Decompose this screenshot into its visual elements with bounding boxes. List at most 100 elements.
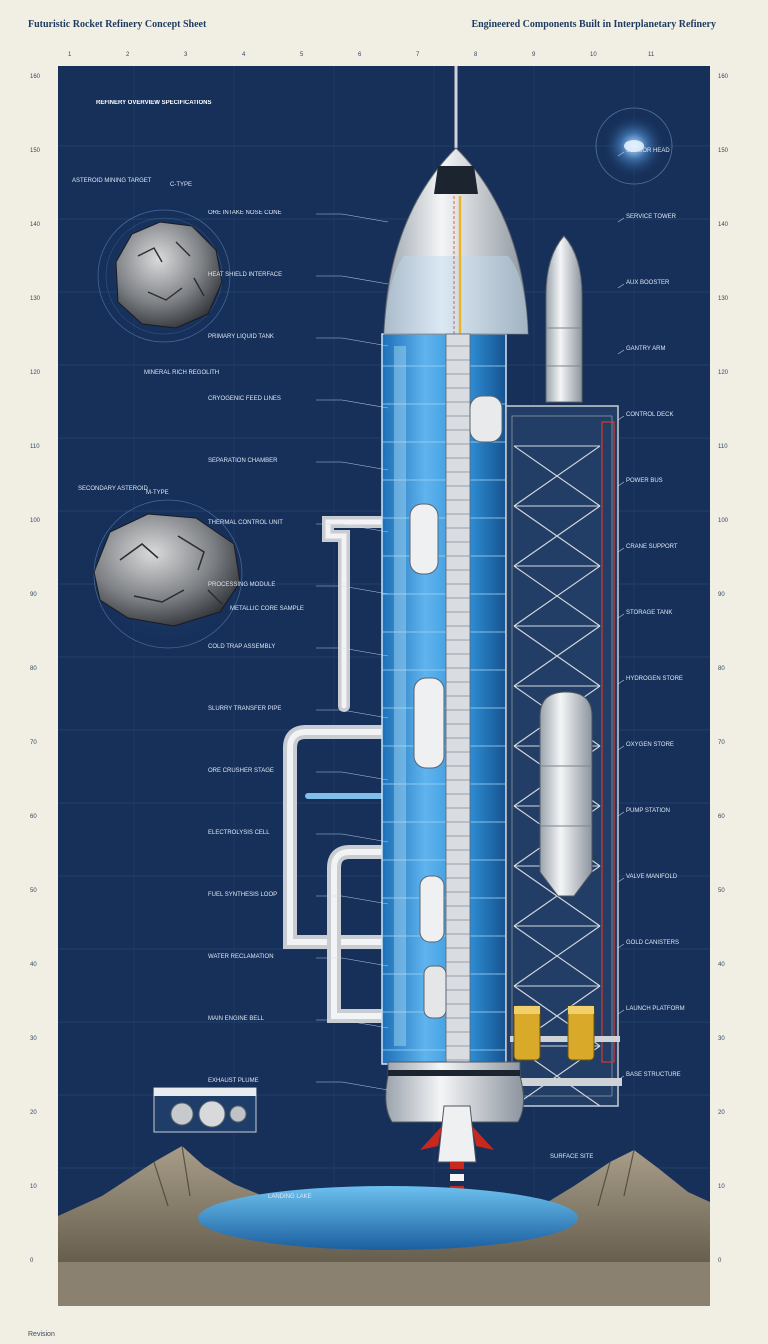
leader-line [617, 943, 625, 949]
ruler-tick-label: 7 [416, 52, 420, 58]
left-callout-label: PRIMARY LIQUID TANK [208, 334, 274, 340]
ruler-tick-label: 11 [648, 52, 655, 58]
leader-line [617, 1075, 625, 1081]
right-callout-label: CRANE SUPPORT [626, 544, 678, 550]
leader-line [316, 337, 389, 347]
ruler-tick-label: 3 [184, 52, 188, 58]
ruler-tick-label: 100 [718, 518, 729, 524]
leader-line [316, 461, 389, 471]
ruler-tick-label: 160 [718, 74, 729, 80]
right-callout-label: CONTROL DECK [626, 412, 674, 418]
ruler-tick-label: 90 [30, 592, 37, 598]
asteroid-2-title: SECONDARY ASTEROID [78, 486, 148, 492]
ruler-tick-label: 80 [718, 666, 725, 672]
ruler-tick-label: 8 [474, 52, 478, 58]
right-callout-label: AUX BOOSTER [626, 280, 670, 286]
left-callout-label: COLD TRAP ASSEMBLY [208, 644, 276, 650]
leader-line [316, 585, 389, 595]
right-callout-label: HYDROGEN STORE [626, 676, 683, 682]
ruler-tick-label: 1 [68, 52, 72, 58]
ruler-tick-label: 0 [30, 1258, 34, 1264]
ruler-tick-label: 6 [358, 52, 362, 58]
leader-line [316, 647, 389, 657]
galaxy-icon [595, 107, 673, 185]
storage-tank [539, 691, 593, 897]
landscape [58, 1145, 710, 1306]
ruler-tick-label: 2 [126, 52, 130, 58]
header-left-title: Futuristic Rocket Refinery Concept Sheet [28, 19, 207, 30]
engine-section [385, 1061, 524, 1253]
ruler-tick-label: 70 [30, 740, 37, 746]
left-callout-label: ORE CRUSHER STAGE [208, 768, 274, 774]
ruler-tick-label: 80 [30, 666, 37, 672]
right-callout-label: SENSOR HEAD [626, 148, 670, 154]
ruler-tick-label: 0 [718, 1258, 722, 1264]
right-callout-label: OXYGEN STORE [626, 742, 674, 748]
sample-disc-icon [153, 1087, 257, 1133]
refinery-illustration [58, 66, 710, 1306]
processing-core [409, 333, 503, 1095]
left-callout-label: MAIN ENGINE BELL [208, 1016, 265, 1022]
right-callout-label: GOLD CANISTERS [626, 940, 680, 946]
ruler-tick-label: 120 [30, 370, 41, 376]
ruler-tick-label: 140 [30, 222, 41, 228]
ruler-tick-label: 20 [30, 1110, 37, 1116]
left-callout-label: SLURRY TRANSFER PIPE [208, 706, 282, 712]
leader-line [617, 481, 625, 487]
leader-line [617, 877, 625, 883]
leader-line [617, 547, 625, 553]
left-callout-label: EXHAUST PLUME [208, 1078, 259, 1084]
left-callout-label: THERMAL CONTROL UNIT [208, 520, 283, 526]
leader-line [316, 275, 389, 285]
right-callout-label: STORAGE TANK [626, 610, 673, 616]
rocket-nose-icon [383, 66, 529, 335]
leader-line [617, 811, 625, 817]
ruler-tick-label: 110 [30, 444, 40, 450]
right-callout-label: POWER BUS [626, 478, 663, 484]
right-callout-label: SERVICE TOWER [626, 214, 677, 220]
ruler-tick-label: 100 [30, 518, 41, 524]
leader-line [617, 415, 625, 421]
ruler-tick-label: 40 [718, 962, 725, 968]
header-right-title: Engineered Components Built in Interplan… [471, 19, 716, 30]
leader-line [617, 745, 625, 751]
ruler-tick-label: 60 [30, 814, 37, 820]
ruler-tick-label: 9 [532, 52, 536, 58]
ruler-tick-label: 40 [30, 962, 37, 968]
blueprint-panel: REFINERY OVERVIEW SPECIFICATIONS ASTEROI… [58, 66, 710, 1306]
left-callout-label: ORE INTAKE NOSE CONE [208, 210, 282, 216]
ruler-tick-label: 5 [300, 52, 304, 58]
ruler-tick-label: 70 [718, 740, 725, 746]
ruler-tick-label: 140 [718, 222, 729, 228]
ruler-tick-label: 50 [30, 888, 37, 894]
leader-line [316, 771, 389, 781]
leader-line [316, 399, 389, 409]
leader-line [617, 217, 625, 223]
right-callout-label: PUMP STATION [626, 808, 671, 814]
left-callout-label: CRYOGENIC FEED LINES [208, 396, 281, 402]
asteroid-1-note: MINERAL RICH REGOLITH [144, 370, 220, 376]
leader-line [617, 613, 625, 619]
leader-line [617, 679, 625, 685]
leader-line [316, 833, 389, 843]
left-callout-label: PROCESSING MODULE [208, 582, 276, 588]
ruler-tick-label: 20 [718, 1110, 725, 1116]
asteroid-icon [86, 492, 250, 656]
leader-line [316, 957, 389, 967]
ruler-tick-label: 90 [718, 592, 725, 598]
leader-line [617, 151, 625, 157]
right-callout-label: LAUNCH PLATFORM [626, 1006, 685, 1012]
ruler-tick-label: 50 [718, 888, 725, 894]
asteroid-icon [92, 204, 236, 348]
ruler-tick-label: 150 [718, 148, 729, 154]
bottom-label-lake: LANDING LAKE [268, 1194, 312, 1200]
ruler-tick-label: 130 [718, 296, 729, 302]
asteroid-2-code: M-TYPE [146, 490, 169, 496]
leader-line [316, 709, 389, 719]
leader-line [617, 1009, 625, 1015]
asteroid-1-code: C-TYPE [170, 182, 193, 188]
